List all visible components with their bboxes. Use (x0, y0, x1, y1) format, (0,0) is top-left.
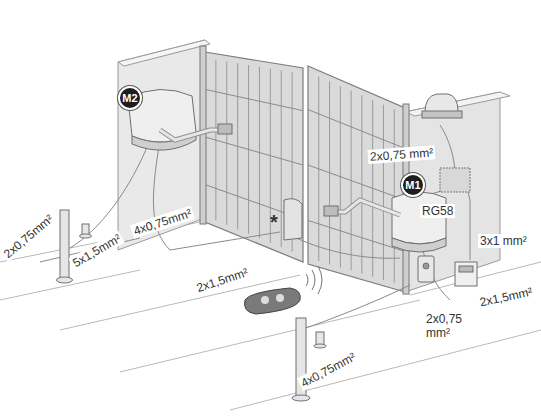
junction-box (440, 168, 470, 192)
cable-label: 2x0,75mm² (0, 210, 58, 262)
flashing-lamp (422, 94, 462, 118)
photocell (284, 199, 302, 240)
cable (40, 125, 470, 330)
node-text: M1 (405, 179, 420, 191)
motor-callout: M1 (401, 173, 425, 197)
photocell-post (57, 210, 92, 283)
motor-m2 (128, 89, 232, 150)
motor-m1 (324, 192, 446, 252)
cable-label: 2x0,75 mm² (424, 312, 480, 340)
cable-label: 2x1,5mm² (477, 284, 536, 310)
node-text: M2 (122, 92, 137, 104)
remote-control (244, 266, 322, 314)
cable-label: 2x1,5mm² (193, 265, 252, 296)
asterisk-mark: * (268, 212, 280, 232)
key-selector (418, 256, 434, 282)
motor-callout: M2 (118, 86, 142, 110)
wall (118, 40, 205, 250)
keypad (455, 262, 477, 286)
cable-label: 5x1,5mm² (69, 230, 126, 271)
cable-label: 3x1 mm² (478, 234, 529, 248)
photocell-post (292, 318, 326, 401)
gate-leaf (205, 52, 303, 262)
cable-label: RG58 (420, 204, 455, 218)
